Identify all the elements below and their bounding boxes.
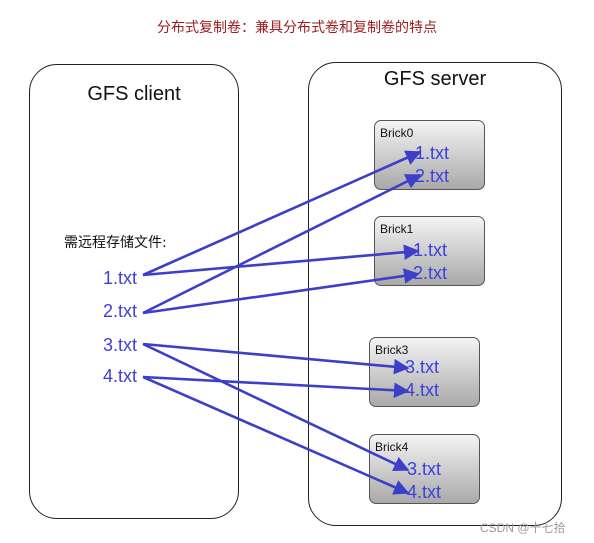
client-panel (29, 64, 239, 519)
arrow-1-to-brick1 (142, 244, 420, 277)
arrow-4-to-brick3 (142, 375, 410, 399)
client-file-1: 1.txt (103, 268, 138, 288)
brick-3-file-1: 3.txt (405, 357, 440, 377)
brick-1-label: Brick1 (380, 222, 414, 236)
brick-1-file-2: 2.txt (413, 263, 448, 283)
brick-1 (374, 216, 485, 286)
brick-0 (374, 120, 485, 190)
brick-3-label: Brick3 (375, 343, 409, 357)
arrow-3-to-brick4 (142, 342, 410, 472)
brick-3-file-2: 4.txt (405, 380, 440, 400)
arrow-2-to-brick0 (142, 173, 422, 315)
client-file-4: 4.txt (103, 366, 138, 386)
client-note: 需远程存储文件: (64, 235, 167, 251)
diagram-title: 分布式复制卷：兼具分布式卷和复制卷的特点 (157, 20, 437, 36)
arrow-3-to-brick3 (142, 342, 410, 375)
brick-3 (369, 337, 480, 407)
arrow-2-to-brick1 (142, 268, 420, 315)
client-title: GFS client (87, 83, 181, 105)
server-title: GFS server (383, 68, 487, 90)
client-file-2: 2.txt (103, 301, 138, 321)
brick-0-file-1: 1.txt (415, 143, 450, 163)
brick-4-label: Brick4 (375, 440, 409, 454)
arrow-1-to-brick0 (142, 150, 422, 277)
arrow-4-to-brick4 (142, 375, 410, 495)
brick-1-file-1: 1.txt (413, 240, 448, 260)
watermark: CSDN @十七拾 (480, 521, 566, 535)
brick-4 (369, 434, 480, 504)
client-file-3: 3.txt (103, 335, 138, 355)
brick-4-file-1: 3.txt (407, 459, 442, 479)
brick-0-label: Brick0 (380, 126, 414, 140)
brick-0-file-2: 2.txt (415, 166, 450, 186)
brick-4-file-2: 4.txt (407, 482, 442, 502)
